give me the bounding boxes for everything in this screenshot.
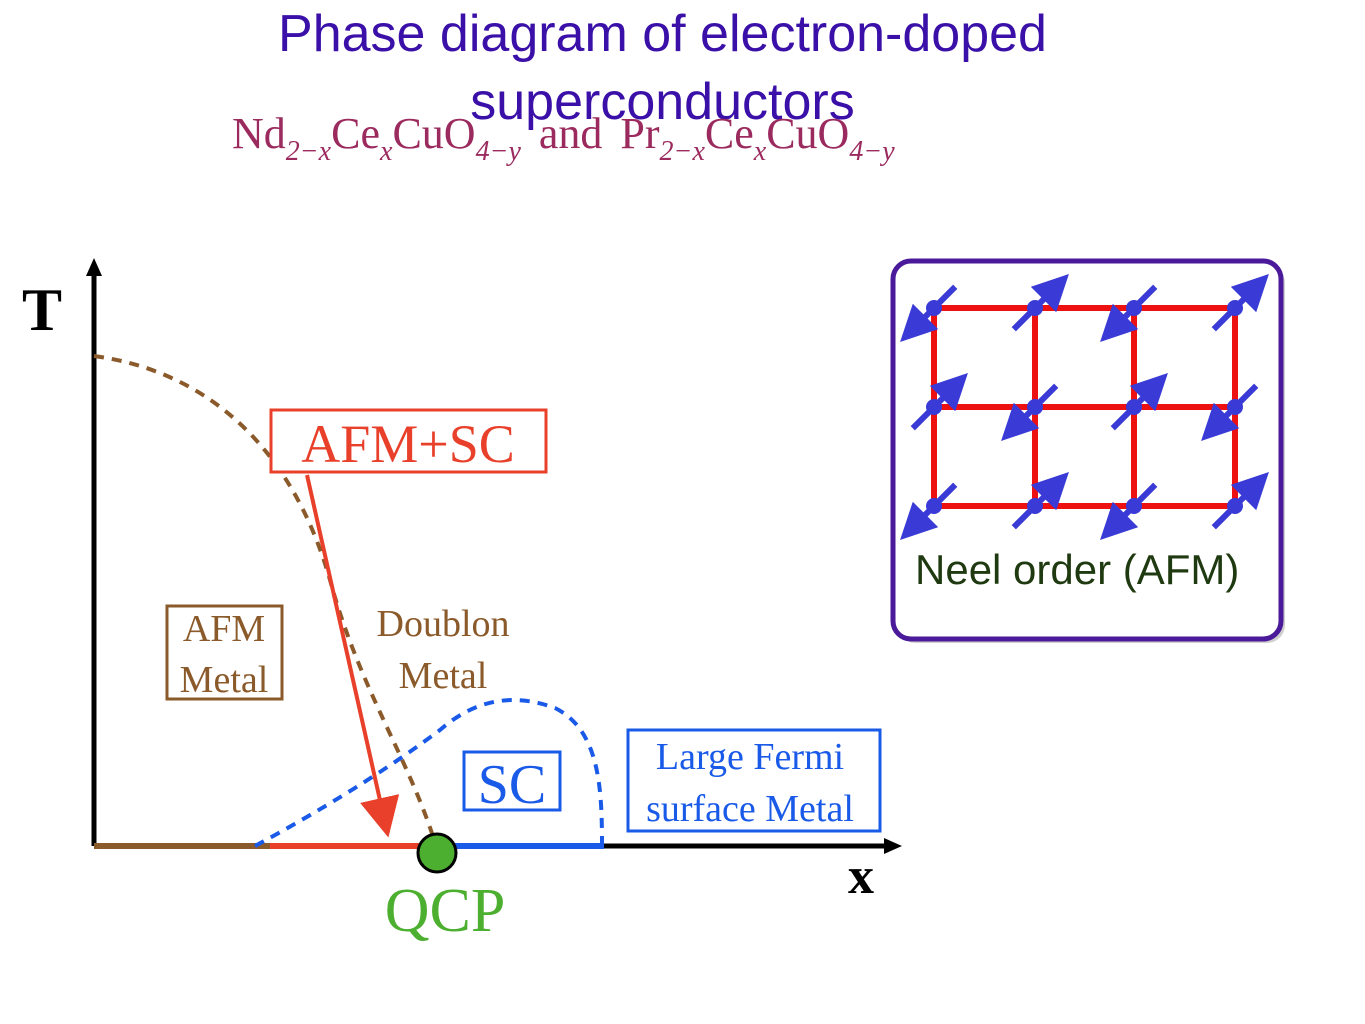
spin-site-dot (1126, 399, 1142, 415)
spin-sites (900, 274, 1269, 540)
formula-ce: Ce (331, 109, 380, 158)
spin-site-dot (1027, 498, 1043, 514)
spin-site-dot (1126, 498, 1142, 514)
neel-order-inset: Neel order (AFM) (890, 258, 1285, 643)
y-axis-arrow-icon (86, 258, 102, 276)
spin-site-dot (1227, 300, 1243, 316)
spin-site-dot (1227, 399, 1243, 415)
formula-nd: Nd (232, 109, 286, 158)
qcp-dot-icon (416, 832, 458, 874)
neel-order-caption: Neel order (AFM) (915, 546, 1239, 593)
sc-box (462, 750, 562, 812)
spin-site-dot (1126, 300, 1142, 316)
spin-site-dot (1227, 498, 1243, 514)
x-axis-label: x (848, 848, 874, 905)
afm-sc-arrow (305, 474, 400, 838)
formula-and: and (538, 109, 603, 158)
sc-label: SC (478, 754, 547, 816)
afm-metal-box (165, 604, 284, 701)
afm-metal-label-line2: Metal (180, 659, 269, 701)
formula-ce2: Ce (704, 109, 754, 158)
y-axis-label: T (22, 277, 62, 343)
formula-pr: Pr (620, 109, 660, 158)
doublon-label-line2: Metal (399, 655, 488, 697)
spin-site-dot (926, 399, 942, 415)
spin-site-dot (926, 498, 942, 514)
x-axis-arrow-icon (884, 838, 902, 854)
large-fermi-box (626, 728, 882, 833)
inset-frame (890, 258, 1284, 642)
large-fermi-label-line1: Large Fermi (656, 736, 844, 778)
formula-cuo-sub: 4−y (475, 136, 521, 167)
formula-nd-sub: 2−x (285, 136, 332, 167)
formula-ce-sub: x (380, 136, 393, 167)
formula-cuo2-sub: 4−y (849, 136, 895, 167)
spin-site-dot (926, 300, 942, 316)
afm-sc-box (269, 408, 548, 474)
large-fermi-label-line2: surface Metal (646, 788, 854, 830)
formula-ce2-sub: x (753, 136, 767, 167)
page-title: Phase diagram of electron-doped supercon… (278, 5, 1047, 131)
formula-cuo2: CuO (766, 109, 850, 158)
doublon-label-line1: Doublon (377, 603, 510, 645)
qcp-label: QCP (385, 877, 506, 945)
formula-pr-sub: 2−x (659, 136, 705, 167)
spin-site-dot (1027, 300, 1043, 316)
formula-cuo: CuO (392, 109, 476, 158)
spin-site-dot (1027, 399, 1043, 415)
afm-metal-label-line1: AFM (183, 608, 265, 650)
sc-boundary-curve (254, 698, 604, 848)
afm-sc-label: AFM+SC (301, 414, 515, 474)
